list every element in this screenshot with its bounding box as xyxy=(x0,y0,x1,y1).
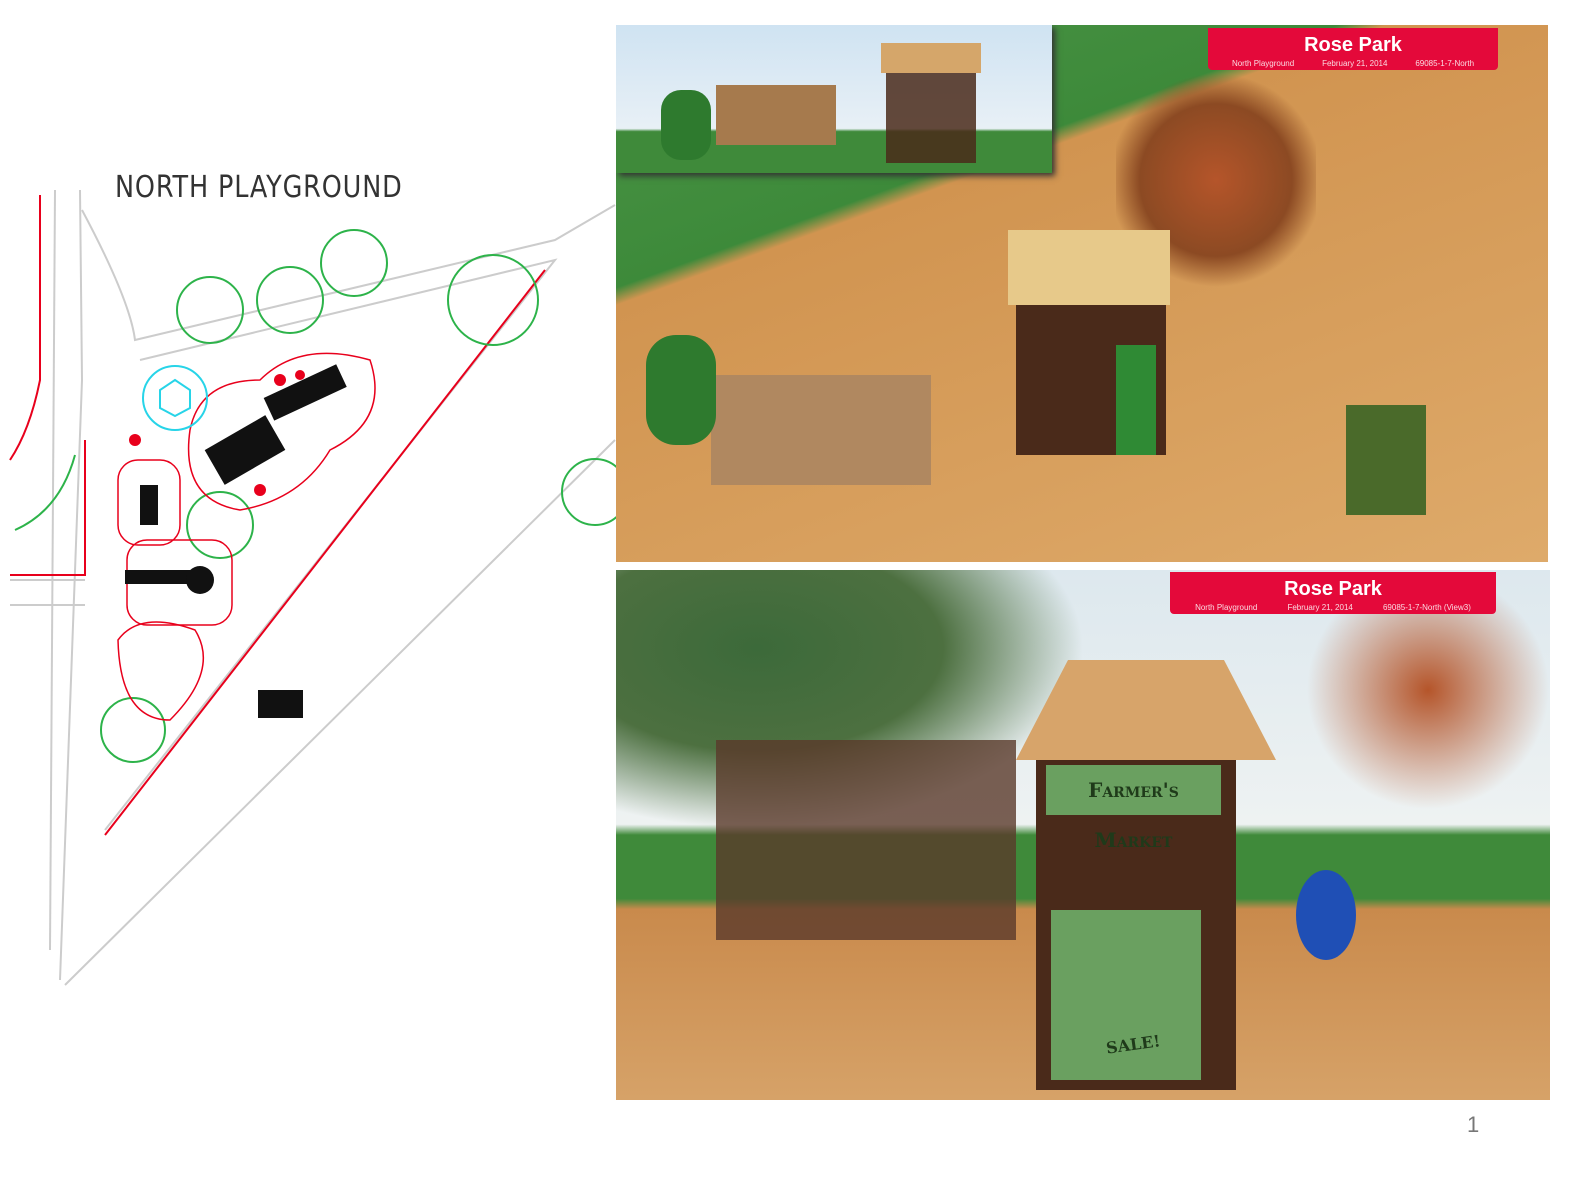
banner-subtitle: North Playground xyxy=(1195,603,1258,612)
banner-subtitle: North Playground xyxy=(1231,59,1295,68)
climbing-wall xyxy=(711,375,931,485)
plan-title: NORTH PLAYGROUND xyxy=(115,170,403,205)
market-stand xyxy=(1051,910,1201,1080)
market-sign: Farmer's Market xyxy=(1046,765,1221,852)
banner-title: Rose Park xyxy=(1284,578,1382,600)
roof xyxy=(1016,660,1276,760)
page-number: 1 xyxy=(1467,1112,1480,1137)
tree-circles xyxy=(100,229,616,763)
left-structure xyxy=(716,740,1016,940)
inset-view xyxy=(616,25,1052,173)
title-banner: Rose Park North Playground February 21, 2… xyxy=(1208,28,1498,70)
small-house xyxy=(1346,405,1426,515)
banner-project-id: 69085-1-7-North xyxy=(1415,59,1475,68)
water-wheel xyxy=(1296,870,1356,960)
banner-project-id: 69085-1-7-North (View3) xyxy=(1382,603,1471,612)
banner-title: Rose Park xyxy=(1304,34,1402,56)
banner-date: February 21, 2014 xyxy=(1322,59,1388,68)
slide xyxy=(1116,345,1156,455)
roof xyxy=(1008,230,1170,305)
playground-render-overview: Rose Park North Playground February 21, 2… xyxy=(616,25,1548,562)
green-slide xyxy=(646,335,716,445)
title-banner: Rose Park North Playground February 21, 2… xyxy=(1170,572,1496,614)
site-plan xyxy=(9,189,616,986)
playground-render-view3: Farmer's Market SALE! Rose Park North Pl… xyxy=(616,570,1550,1100)
play-zones xyxy=(117,352,376,721)
banner-date: February 21, 2014 xyxy=(1287,603,1353,612)
